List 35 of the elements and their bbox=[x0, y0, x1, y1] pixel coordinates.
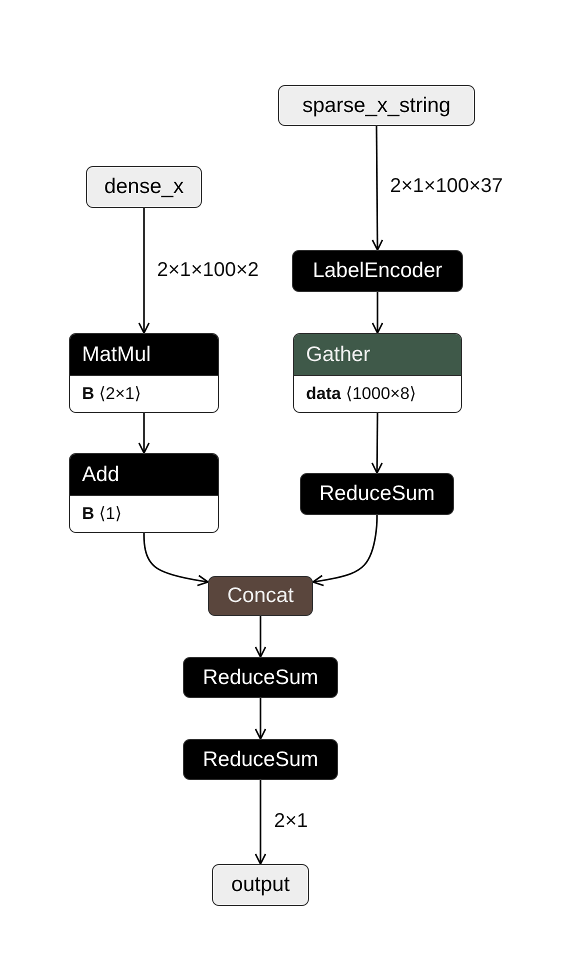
operator-name: ReduceSum bbox=[319, 482, 435, 506]
operator-node bbox=[208, 576, 313, 616]
attribute-text: B ⟨2×1⟩ bbox=[82, 384, 142, 404]
arrow bbox=[254, 698, 266, 740]
operator-name: Gather bbox=[306, 342, 370, 366]
arrow bbox=[138, 413, 150, 454]
operator-name: MatMul bbox=[82, 342, 151, 366]
arrow bbox=[312, 515, 378, 586]
arrow bbox=[143, 533, 209, 586]
operator-node bbox=[292, 250, 463, 292]
operator-name: Add bbox=[82, 462, 120, 486]
operator-name: ReduceSum bbox=[202, 666, 318, 690]
operator-node bbox=[300, 473, 454, 515]
arrow bbox=[372, 126, 384, 251]
operator-node bbox=[69, 333, 219, 413]
tensor-name: dense_x bbox=[104, 175, 184, 199]
attribute-text: B ⟨1⟩ bbox=[82, 504, 122, 524]
arrow bbox=[371, 413, 383, 474]
tensor-node bbox=[278, 85, 475, 126]
operator-name: LabelEncoder bbox=[312, 259, 442, 283]
tensor-node bbox=[212, 864, 309, 906]
arrow bbox=[372, 292, 384, 334]
operator-node bbox=[293, 333, 462, 413]
operator-node bbox=[183, 657, 338, 698]
arrow bbox=[254, 616, 266, 658]
arrow bbox=[138, 208, 150, 334]
tensor-node bbox=[86, 166, 202, 208]
tensor-name: output bbox=[231, 873, 290, 897]
attribute-text: data ⟨1000×8⟩ bbox=[306, 384, 416, 404]
tensor-name: sparse_x_string bbox=[302, 94, 451, 118]
operator-node bbox=[69, 453, 219, 533]
operator-name: Concat bbox=[227, 584, 294, 608]
operator-name: ReduceSum bbox=[202, 748, 318, 772]
operator-node bbox=[183, 739, 338, 780]
arrow bbox=[254, 780, 266, 865]
